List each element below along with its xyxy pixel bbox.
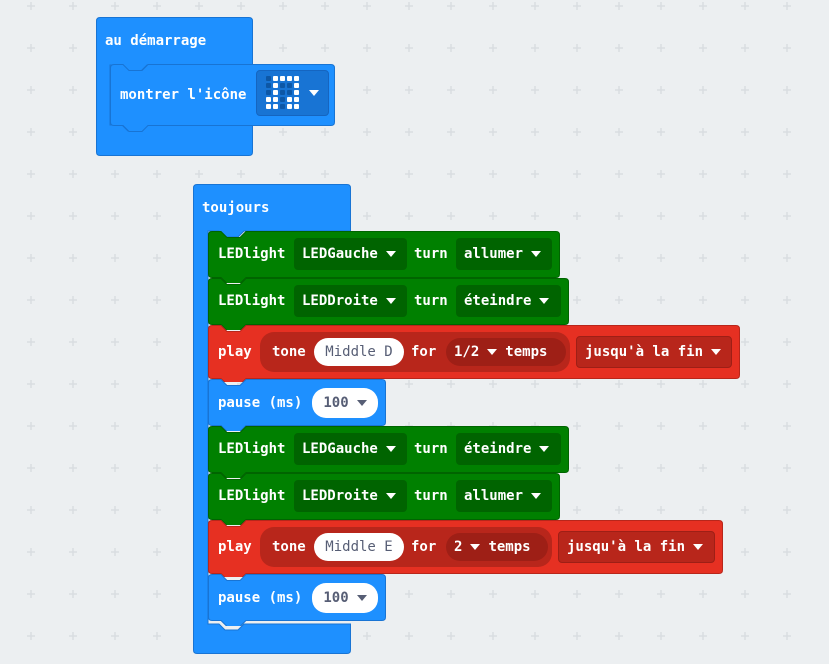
pause-block-1[interactable]: pause (ms) 100 [208,379,386,431]
show-icon-label: montrer l'icône [120,87,247,103]
play-mode-value: jusqu'à la fin [567,539,686,555]
chevron-down-icon [385,298,396,304]
led-state-dropdown[interactable]: allumer [456,480,552,512]
for-label: for [411,344,437,360]
pause-block-2[interactable]: pause (ms) 100 [208,574,386,626]
chevron-down-icon [385,446,396,452]
led-block-4[interactable]: LEDlight LEDDroite turn allumer [208,473,560,525]
note-picker[interactable]: Middle E [314,533,404,561]
led-label: LEDlight [218,441,286,457]
led-label: LEDlight [218,293,286,309]
tone-reporter[interactable]: tone Middle E for 2 temps [260,527,552,567]
play-tone-block-2[interactable]: play tone Middle E for 2 temps jusqu'à l… [208,520,723,577]
note-value: Middle E [325,539,393,555]
forever-block[interactable]: toujours [193,184,351,654]
led-state-value: éteindre [464,293,532,309]
led-state-value: allumer [464,488,524,504]
chevron-down-icon [531,251,542,257]
chevron-down-icon [309,90,319,96]
chevron-down-icon [385,493,396,499]
chevron-down-icon [356,400,367,406]
chevron-down-icon [487,349,498,355]
chevron-down-icon [470,544,481,550]
led-target-dropdown[interactable]: LEDGauche [294,433,407,465]
turn-label: turn [414,246,448,262]
play-mode-dropdown[interactable]: jusqu'à la fin [576,336,732,368]
on-start-label: au démarrage [105,33,207,49]
led-label: LEDlight [218,488,286,504]
beats-dropdown[interactable]: 1/2 temps [446,338,566,366]
led-target-dropdown[interactable]: LEDGauche [294,238,407,270]
led-block-1[interactable]: LEDlight LEDGauche turn allumer [208,231,560,283]
turn-label: turn [414,488,448,504]
led-block-3[interactable]: LEDlight LEDGauche turn éteindre [208,426,569,478]
beats-value: 2 [454,539,463,555]
on-start-shape [96,17,253,156]
show-icon-block[interactable]: montrer l'icône [110,64,335,132]
led-state-value: éteindre [464,441,532,457]
beats-unit: temps [488,539,531,555]
play-tone-block-1[interactable]: play tone Middle D for 1/2 temps jusqu'à… [208,325,740,382]
led-target-value: LEDGauche [302,441,378,457]
turn-label: turn [414,293,448,309]
led-state-dropdown[interactable]: éteindre [456,285,561,317]
chevron-down-icon [693,544,704,550]
tone-reporter[interactable]: tone Middle D for 1/2 temps [260,332,570,372]
pause-label: pause (ms) [218,395,303,411]
play-label: play [218,539,252,555]
chevron-down-icon [539,298,550,304]
led-target-value: LEDDroite [302,488,378,504]
music-note-icon [266,76,299,109]
note-picker[interactable]: Middle D [314,338,404,366]
pause-duration-dropdown[interactable]: 100 [312,388,378,418]
led-block-2[interactable]: LEDlight LEDDroite turn éteindre [208,278,569,330]
beats-value: 1/2 [454,344,480,360]
note-value: Middle D [325,344,393,360]
chevron-down-icon [385,251,396,257]
pause-duration-dropdown[interactable]: 100 [312,583,378,613]
chevron-down-icon [531,493,542,499]
led-target-value: LEDDroite [302,293,378,309]
forever-label: toujours [202,200,270,216]
icon-dropdown[interactable] [256,70,329,116]
forever-shape [193,184,351,654]
pause-label: pause (ms) [218,590,303,606]
chevron-down-icon [356,595,367,601]
led-state-value: allumer [464,246,524,262]
led-target-value: LEDGauche [302,246,378,262]
play-label: play [218,344,252,360]
led-state-dropdown[interactable]: éteindre [456,433,561,465]
pause-duration-value: 100 [323,395,349,411]
beats-unit: temps [505,344,548,360]
play-mode-dropdown[interactable]: jusqu'à la fin [558,531,715,563]
led-label: LEDlight [218,246,286,262]
chevron-down-icon [711,349,722,355]
chevron-down-icon [539,446,550,452]
tone-label: tone [272,539,306,555]
turn-label: turn [414,441,448,457]
play-mode-value: jusqu'à la fin [585,344,704,360]
beats-dropdown[interactable]: 2 temps [446,533,548,561]
pause-duration-value: 100 [323,590,349,606]
led-target-dropdown[interactable]: LEDDroite [294,480,407,512]
on-start-block[interactable]: au démarrage [96,17,253,156]
led-state-dropdown[interactable]: allumer [456,238,552,270]
led-target-dropdown[interactable]: LEDDroite [294,285,407,317]
for-label: for [411,539,437,555]
tone-label: tone [272,344,306,360]
